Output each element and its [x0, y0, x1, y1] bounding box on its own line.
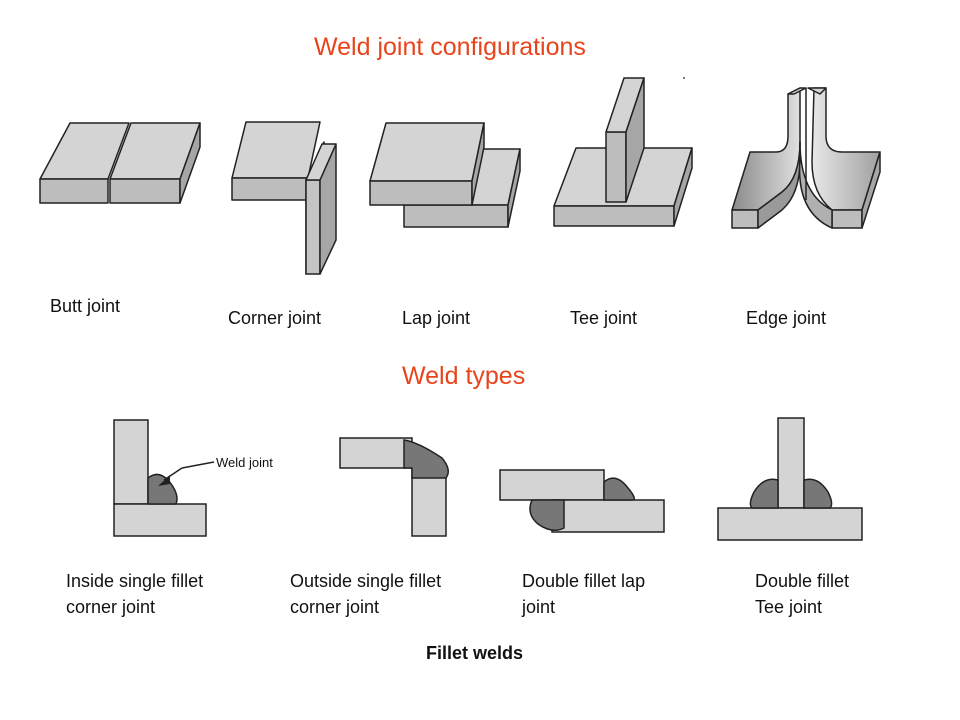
inside-fillet-corner-figure: Weld joint — [113, 419, 273, 537]
label-line: Double fillet — [755, 571, 850, 591]
butt-joint-label: Butt joint — [50, 296, 121, 316]
label-line: corner joint — [290, 597, 380, 617]
label-line: Inside single fillet — [66, 571, 204, 591]
edge-joint-label: Edge joint — [746, 308, 827, 328]
double-fillet-lap-figure — [499, 469, 665, 533]
lap-joint-figure — [369, 122, 521, 228]
corner-joint-label: Corner joint — [228, 308, 322, 328]
inside-fillet-corner-label: Inside single fillet corner joint — [66, 568, 203, 620]
lap-joint-label: Lap joint — [402, 308, 471, 328]
label-line: Tee joint — [755, 597, 823, 617]
corner-joint-figure — [231, 121, 337, 275]
joint-configurations-title: Weld joint configurations — [314, 33, 586, 61]
outside-fillet-corner-figure — [339, 437, 449, 537]
double-fillet-lap-label: Double fillet lap joint — [522, 568, 645, 620]
weld-types-title: Weld types — [402, 362, 526, 390]
double-fillet-tee-figure — [717, 417, 863, 541]
tee-joint-label: Tee joint — [570, 308, 638, 328]
butt-joint-figure — [39, 122, 201, 204]
label-line: Double fillet lap — [522, 571, 646, 591]
outside-fillet-corner-label: Outside single fillet corner joint — [290, 568, 441, 620]
tee-joint-figure — [553, 77, 693, 227]
weld-joint-callout: Weld joint — [216, 455, 273, 470]
edge-joint-figure — [731, 87, 881, 229]
label-line: corner joint — [66, 597, 156, 617]
label-line: joint — [522, 597, 556, 617]
double-fillet-tee-label: Double fillet Tee joint — [755, 568, 849, 620]
fillet-welds-caption: Fillet welds — [426, 643, 524, 663]
label-line: Outside single fillet — [290, 571, 442, 591]
